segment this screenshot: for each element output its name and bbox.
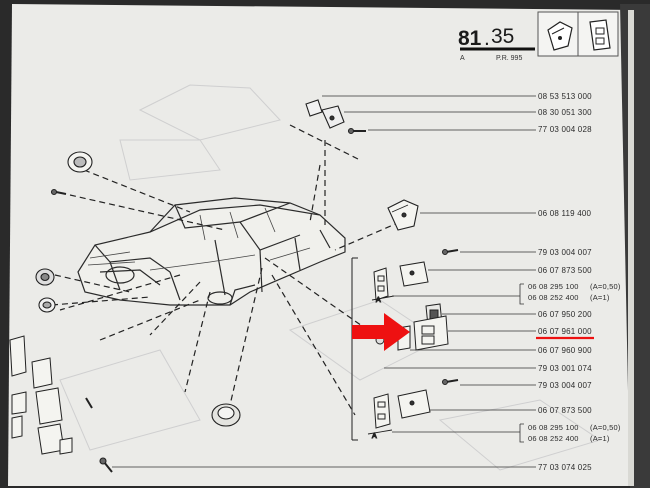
part-number-list: 08 53 513 000 08 30 051 300 77 03 004 02… <box>528 92 621 472</box>
section-main-number: 81 <box>458 27 482 50</box>
hinge-body-half-lower <box>373 393 391 429</box>
part-number: 77 03 004 028 <box>538 125 592 134</box>
bolt-bottom <box>99 457 113 473</box>
hinge-door-half-lower <box>397 389 431 419</box>
dimension-label-upper: A <box>376 297 381 304</box>
part-number: 08 30 051 300 <box>538 108 592 117</box>
part-note: (A=1) <box>590 434 610 443</box>
part-note: (A=1) <box>590 293 610 302</box>
print-through <box>59 84 602 471</box>
part-number: 06 08 295 100 <box>528 423 579 432</box>
part-number: 77 03 074 025 <box>538 463 592 472</box>
bolt-left <box>85 397 93 409</box>
bumper-clip-top <box>305 99 345 129</box>
part-number: 79 03 001 074 <box>538 364 592 373</box>
exploded-parts <box>35 99 419 473</box>
hinge-highlighted <box>413 315 449 351</box>
grommet-bottom <box>211 403 241 427</box>
part-number-highlighted: 06 07 961 000 <box>538 327 592 336</box>
highlight-annotation <box>352 313 594 351</box>
part-note: (A=0,50) <box>590 282 621 291</box>
part-number: 06 07 950 200 <box>538 310 592 319</box>
screw-top <box>50 188 67 196</box>
page-letter: A <box>460 55 465 62</box>
callout-lines <box>112 95 536 468</box>
grommet-left <box>35 268 55 286</box>
reference-code: P.R. 995 <box>496 55 522 62</box>
header-icon-box <box>537 11 619 57</box>
part-number: 06 08 252 400 <box>528 293 579 302</box>
part-number: 06 08 252 400 <box>528 434 579 443</box>
part-note: (A=0,50) <box>590 423 621 432</box>
part-number: 08 53 513 000 <box>538 92 592 101</box>
svg-text:.: . <box>484 27 490 50</box>
screw-top-right <box>347 127 366 135</box>
leader-lines <box>51 124 401 416</box>
part-number: 06 08 119 400 <box>538 209 592 218</box>
screw-hinge-upper <box>442 249 459 255</box>
hinge-door-half-upper <box>399 261 429 287</box>
screw-hinge-lower <box>442 379 459 385</box>
section-sub-number: 35 <box>491 25 514 48</box>
part-number: 06 07 873 500 <box>538 266 592 275</box>
plug-left <box>38 297 56 313</box>
hinge-body-half-upper <box>373 267 389 301</box>
part-number: 79 03 004 007 <box>538 381 592 390</box>
hinge-assembly-upper: A <box>351 249 459 441</box>
part-number: 79 03 004 007 <box>538 248 592 257</box>
car-body-details <box>87 207 311 271</box>
door-check-cap <box>387 199 419 231</box>
door-hinge-cap-icon <box>547 21 573 51</box>
red-arrow-icon <box>352 313 410 351</box>
hinge-assembly-lower: A <box>367 379 459 441</box>
part-number: 06 07 873 500 <box>538 406 592 415</box>
plug-cap <box>67 151 93 173</box>
part-number: 06 08 295 100 <box>528 282 579 291</box>
dimension-label-lower: A <box>372 433 377 440</box>
door-hinge-bracket-icon <box>589 19 611 51</box>
car-body-shell <box>77 197 346 306</box>
part-number: 06 07 960 900 <box>538 346 592 355</box>
left-hinge-stack <box>9 335 73 455</box>
